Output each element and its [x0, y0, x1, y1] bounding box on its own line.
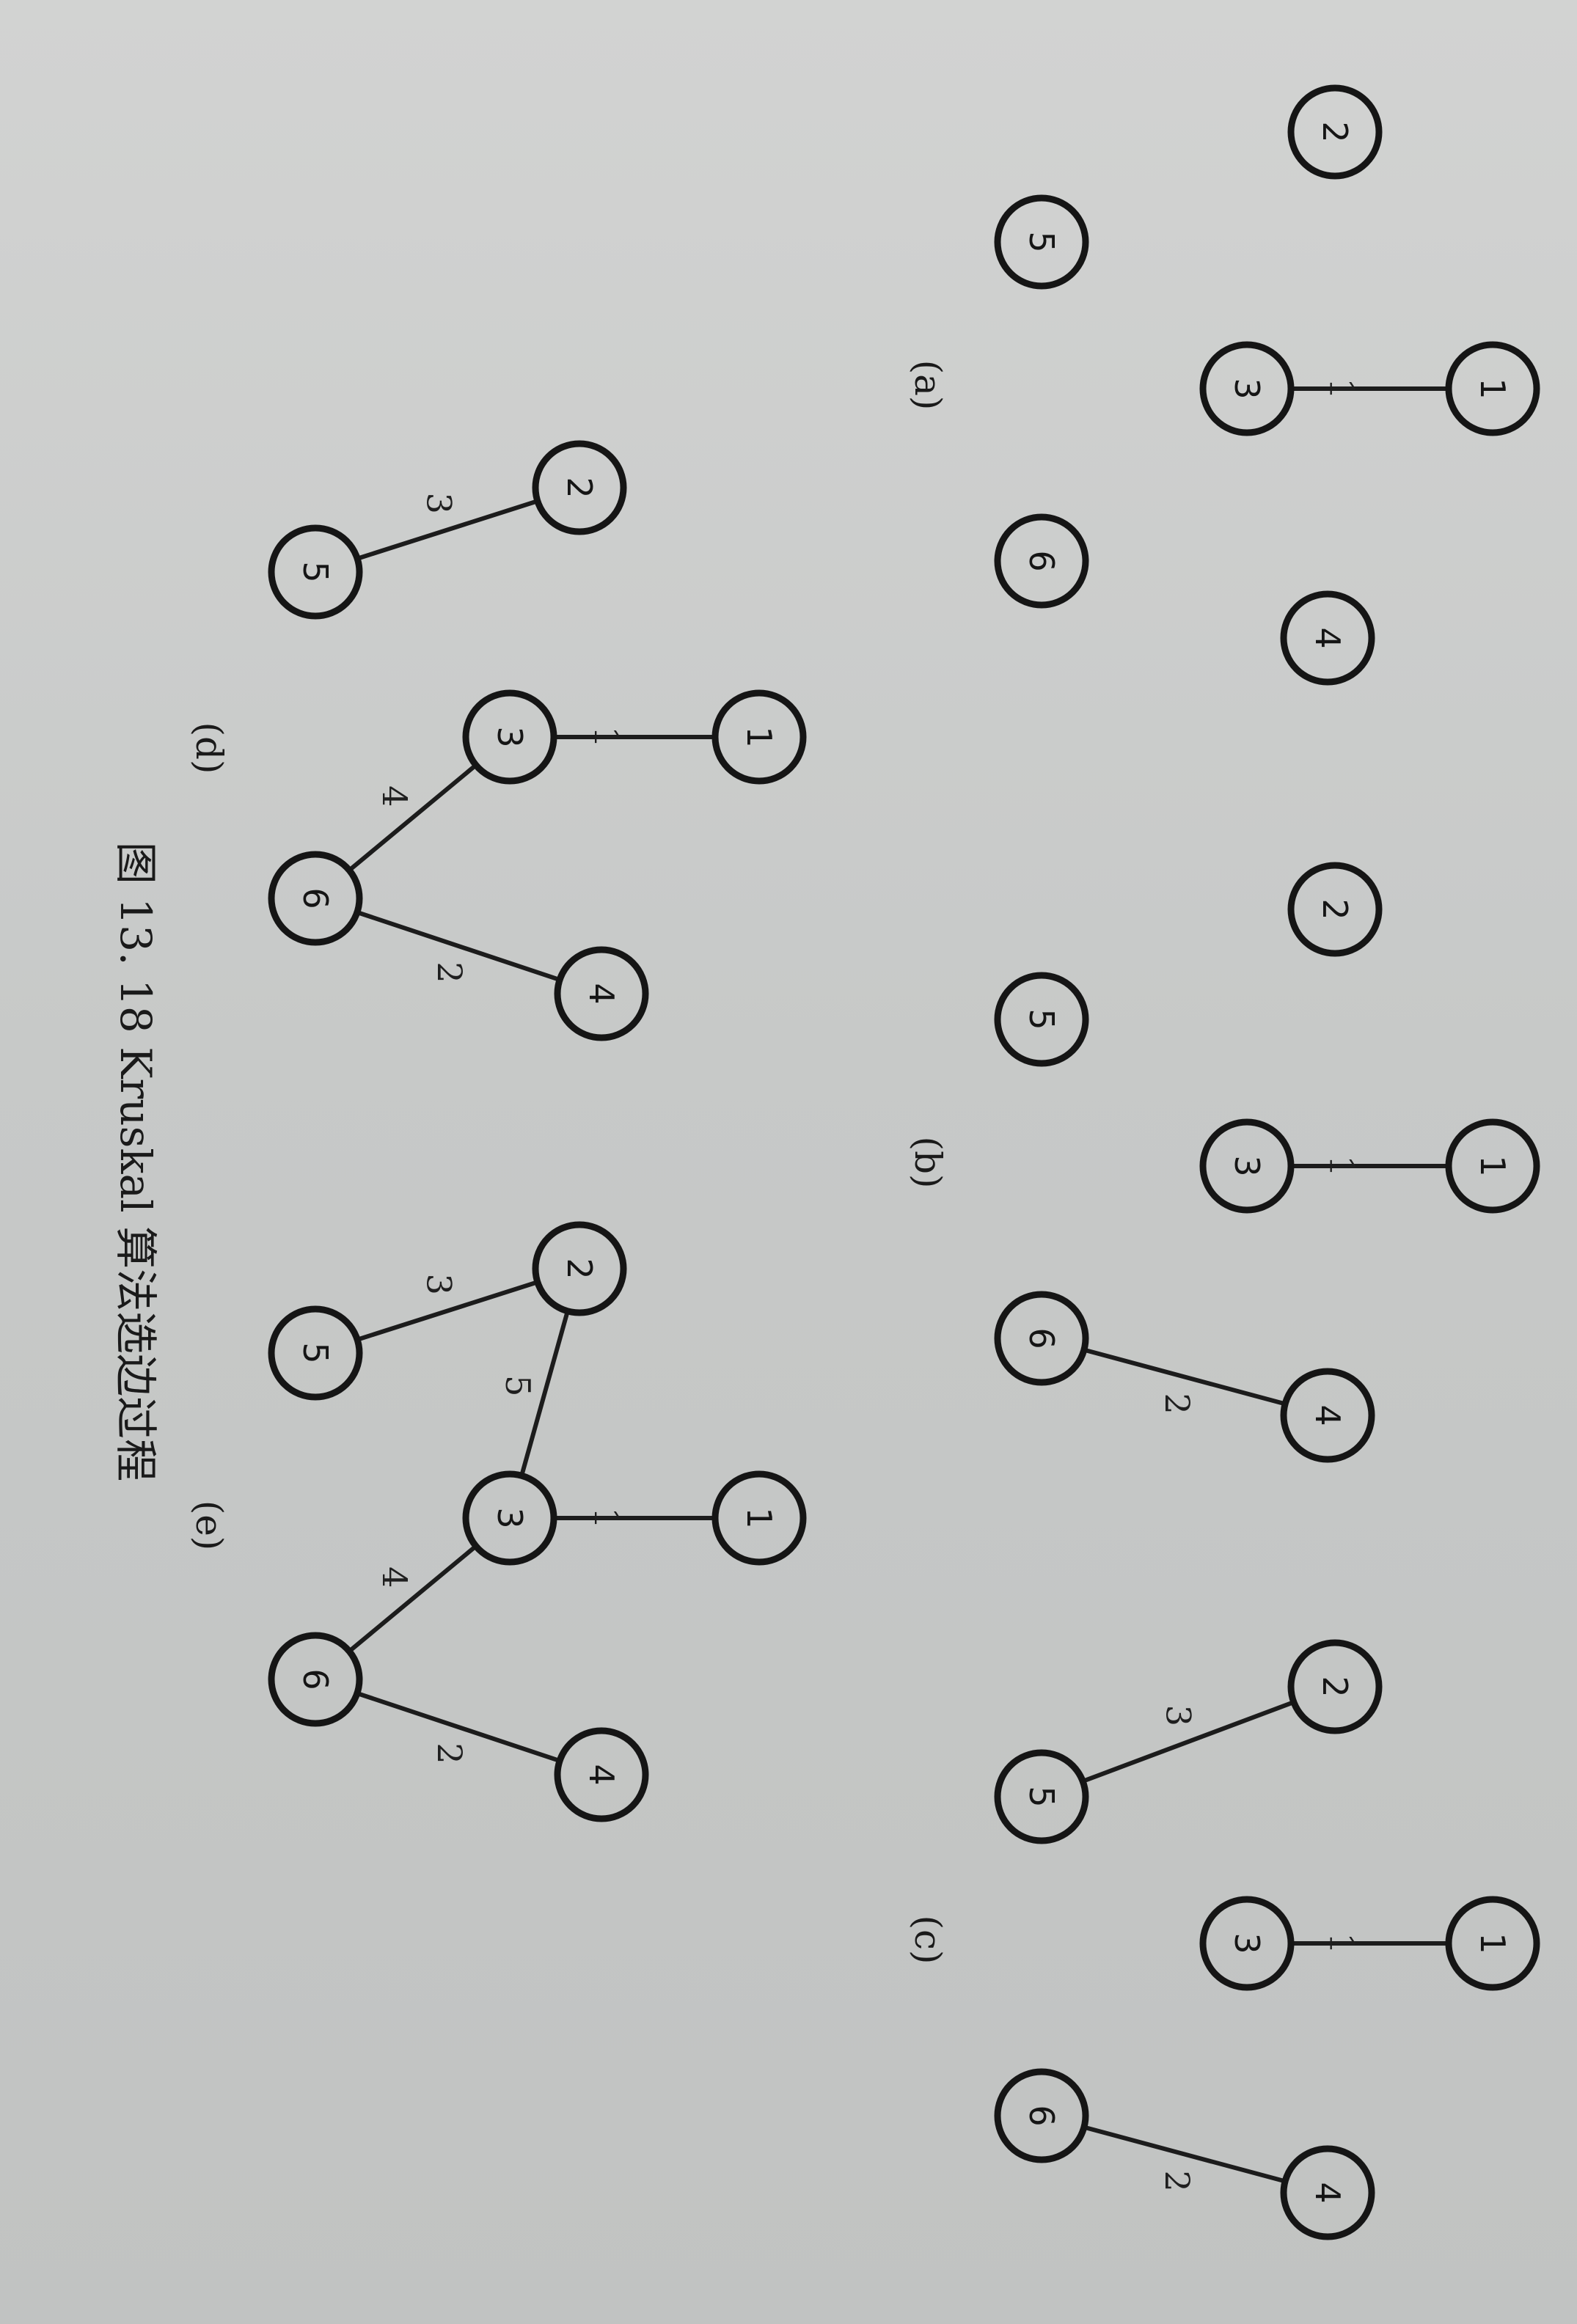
node-label-5: 5 — [296, 1342, 335, 1363]
node-label-3: 3 — [1227, 1155, 1267, 1176]
node-6 — [268, 1632, 363, 1727]
node-label-3: 3 — [1227, 1932, 1267, 1954]
node-label-1: 1 — [739, 726, 779, 747]
node-label-4: 4 — [582, 983, 621, 1004]
panel-label: (a) — [907, 360, 949, 411]
node-label-1: 1 — [1473, 1932, 1512, 1954]
panel-d: 1 2 3 4 1 2 3 4 5 6 (d) — [188, 440, 807, 1041]
node-1 — [711, 689, 807, 785]
node-label-6: 6 — [1022, 550, 1061, 571]
node-label-2: 2 — [560, 1258, 599, 1279]
node-label-2: 2 — [1315, 1676, 1355, 1697]
node-label-3: 3 — [490, 726, 530, 747]
edge-3-6 — [348, 763, 478, 872]
node-5 — [268, 524, 363, 620]
node-label-1: 1 — [739, 1507, 779, 1528]
panel-e: 1 2 3 4 5 1 2 3 4 5 6 (e) — [188, 1221, 807, 1822]
edge-weight-3-6: 4 — [375, 1566, 414, 1588]
node-3 — [1199, 341, 1295, 436]
edge-2-5 — [356, 1280, 538, 1342]
edge-weight-1-3: 1 — [1322, 1932, 1362, 1954]
node-3 — [1199, 1896, 1295, 1991]
node-6 — [268, 851, 363, 946]
node-label-3: 3 — [1227, 378, 1267, 399]
node-label-6: 6 — [1022, 2105, 1061, 2126]
edge-weight-4-6: 2 — [430, 961, 469, 983]
node-label-2: 2 — [1315, 121, 1355, 142]
node-1 — [1445, 1118, 1540, 1214]
edge-weight-2-5: 3 — [1159, 1705, 1199, 1726]
node-1 — [711, 1470, 807, 1566]
node-label-5: 5 — [1022, 1786, 1061, 1807]
panel-label: (b) — [907, 1136, 949, 1188]
edge-2-3 — [519, 1310, 570, 1477]
node-label-4: 4 — [582, 1764, 621, 1785]
node-1 — [1445, 1896, 1540, 1991]
edge-4-6 — [356, 1691, 561, 1763]
edge-3-6 — [348, 1544, 478, 1653]
figure-caption: 图 13. 18 Kruskal 算法选边过程 — [111, 842, 161, 1481]
node-4 — [1280, 590, 1375, 686]
panel-c: 1 2 3 1 2 3 4 5 6 (c) — [907, 1639, 1540, 2240]
node-label-2: 2 — [560, 477, 599, 498]
edge-weight-1-3: 1 — [587, 726, 626, 747]
panels-layer: 1 1 2 3 4 5 6 (a) 1 2 1 2 3 4 5 6 (b) 1 2 3 1 2 3 4 5 6 (c) 1 2 3 4 1 2 3… — [188, 84, 1540, 2240]
node-5 — [268, 1305, 363, 1401]
node-label-5: 5 — [1022, 1008, 1061, 1030]
node-3 — [462, 1470, 557, 1566]
node-label-6: 6 — [296, 887, 335, 909]
edge-weight-2-3: 5 — [498, 1375, 538, 1396]
node-label-4: 4 — [1308, 627, 1347, 648]
node-4 — [1280, 1368, 1375, 1463]
node-label-5: 5 — [1022, 231, 1061, 252]
panel-label: (e) — [188, 1500, 230, 1551]
node-6 — [994, 1291, 1089, 1386]
node-5 — [994, 194, 1089, 290]
node-2 — [532, 440, 627, 535]
edge-weight-2-5: 3 — [419, 493, 458, 514]
node-1 — [1445, 341, 1540, 436]
node-2 — [532, 1221, 627, 1316]
node-label-6: 6 — [296, 1668, 335, 1690]
edge-weight-1-3: 1 — [1322, 378, 1362, 399]
node-label-4: 4 — [1308, 1404, 1347, 1426]
node-6 — [994, 2068, 1089, 2163]
edge-2-5 — [356, 499, 538, 561]
node-label-5: 5 — [296, 561, 335, 582]
node-4 — [1280, 2145, 1375, 2240]
edge-weight-4-6: 2 — [1157, 1393, 1197, 1415]
node-3 — [462, 689, 557, 785]
node-label-3: 3 — [490, 1507, 530, 1528]
node-5 — [994, 972, 1089, 1067]
panel-label: (c) — [907, 1915, 949, 1964]
node-label-2: 2 — [1315, 898, 1355, 920]
edge-weight-1-3: 1 — [587, 1507, 626, 1528]
node-label-1: 1 — [1473, 378, 1512, 399]
node-2 — [1287, 862, 1383, 957]
edge-weight-4-6: 2 — [1157, 2171, 1197, 2192]
panel-b: 1 2 1 2 3 4 5 6 (b) — [907, 862, 1540, 1463]
node-3 — [1199, 1118, 1295, 1214]
panel-label: (d) — [188, 722, 230, 774]
node-2 — [1287, 1639, 1383, 1734]
edge-weight-4-6: 2 — [430, 1742, 469, 1764]
node-5 — [994, 1749, 1089, 1844]
node-label-4: 4 — [1308, 2182, 1347, 2203]
node-label-6: 6 — [1022, 1327, 1061, 1349]
edge-weight-1-3: 1 — [1322, 1155, 1362, 1176]
node-2 — [1287, 84, 1383, 180]
node-4 — [554, 1727, 649, 1822]
edge-weight-2-5: 3 — [419, 1274, 458, 1295]
edge-4-6 — [1083, 1347, 1286, 1407]
edge-weight-3-6: 4 — [375, 785, 414, 807]
node-label-1: 1 — [1473, 1155, 1512, 1176]
node-4 — [554, 946, 649, 1041]
panel-a: 1 1 2 3 4 5 6 (a) — [907, 84, 1540, 686]
edge-2-5 — [1082, 1700, 1295, 1784]
edge-4-6 — [356, 910, 561, 982]
edge-4-6 — [1083, 2125, 1286, 2184]
node-6 — [994, 513, 1089, 609]
